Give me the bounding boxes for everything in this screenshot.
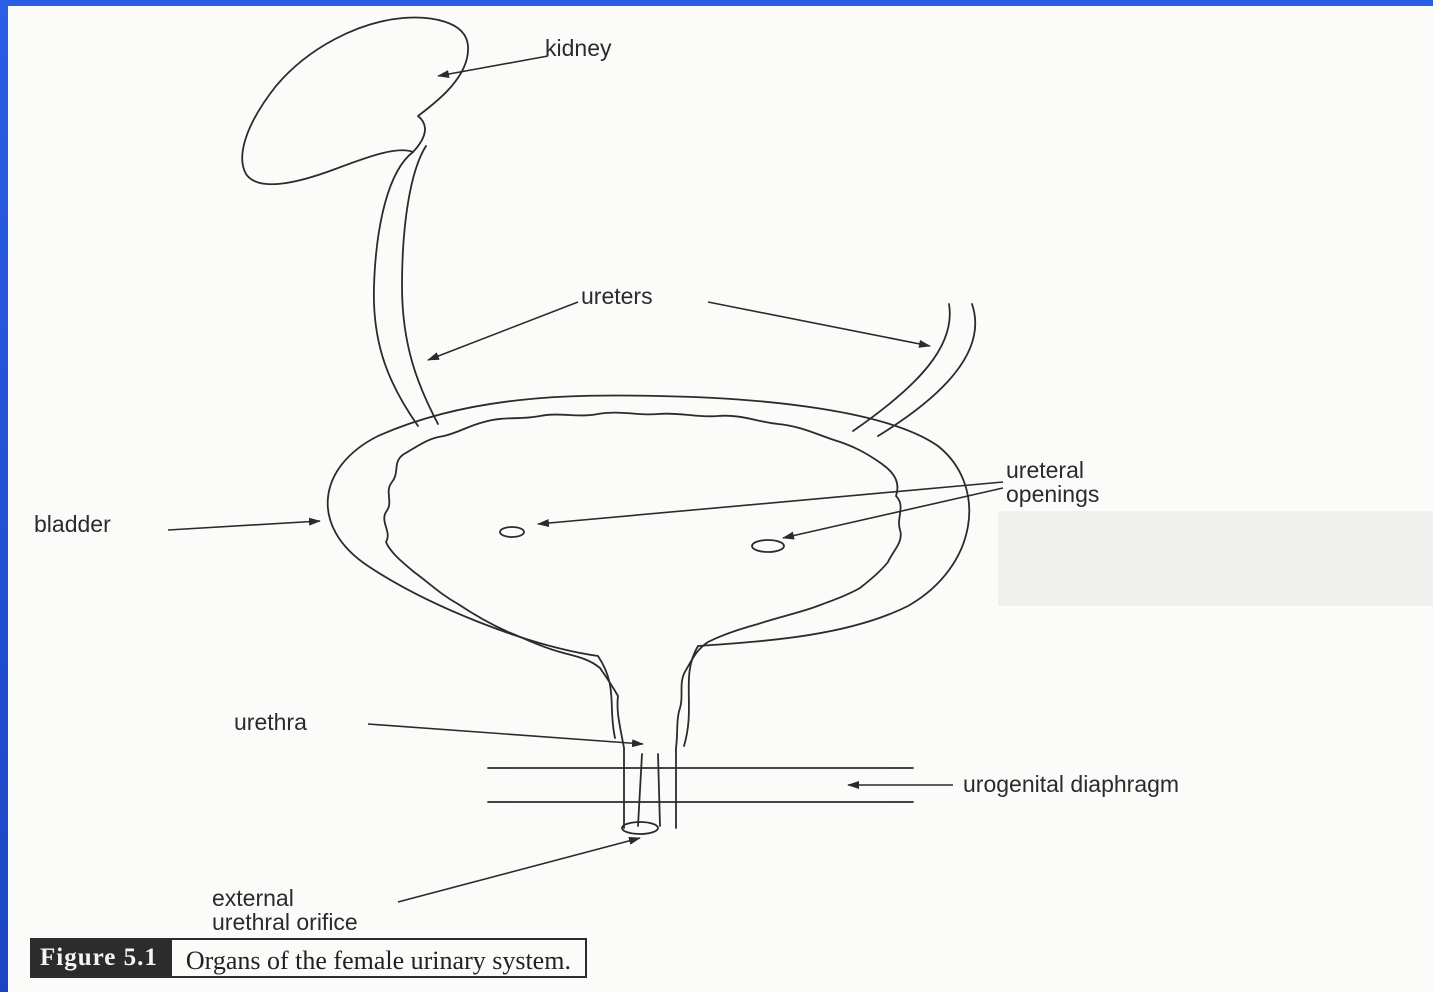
- ureters-label: ureters: [581, 284, 653, 308]
- figure-caption: Figure 5.1 Organs of the female urinary …: [30, 938, 587, 978]
- bladder-inner-wall: [384, 413, 901, 748]
- urogenital-diaphragm-label: urogenital diaphragm: [963, 772, 1179, 796]
- ureters-arrow-right: [708, 302, 930, 346]
- figure-number: Figure 5.1: [30, 938, 170, 978]
- ureteral-openings-label-line1: ureteral: [1006, 458, 1084, 482]
- left-ureter-outer: [374, 152, 418, 426]
- ureteral-openings-label-line2: openings: [1006, 482, 1099, 506]
- right-ureter-inner: [878, 304, 975, 436]
- urethral-orifice: [622, 822, 658, 834]
- figure-page: kidney ureters ureteral openings bladder…: [8, 6, 1433, 992]
- external-orifice-label-line2: urethral orifice: [212, 910, 358, 934]
- right-ureteral-opening: [752, 540, 784, 552]
- bladder-label: bladder: [34, 512, 111, 536]
- left-ureter-inner: [402, 146, 438, 424]
- external-orifice-label-line1: external: [212, 886, 294, 910]
- kidney-label: kidney: [545, 36, 611, 60]
- left-ureteral-opening: [500, 527, 524, 537]
- kidney-arrow: [438, 56, 548, 76]
- urinary-system-diagram: [8, 6, 1433, 992]
- right-ureter-outer: [853, 304, 950, 431]
- urethra-inner-left: [638, 754, 642, 826]
- bladder-outer-wall: [328, 395, 970, 746]
- ureters-arrow-left: [428, 302, 578, 360]
- kidney-shape: [242, 18, 468, 185]
- bladder-arrow: [168, 521, 320, 530]
- figure-caption-text: Organs of the female urinary system.: [170, 938, 587, 978]
- urethra-arrow: [368, 724, 643, 744]
- orifice-arrow: [398, 838, 640, 902]
- urethra-inner-right: [658, 754, 660, 826]
- urethra-label: urethra: [234, 710, 307, 734]
- ureteral-arrow-left: [538, 482, 1003, 524]
